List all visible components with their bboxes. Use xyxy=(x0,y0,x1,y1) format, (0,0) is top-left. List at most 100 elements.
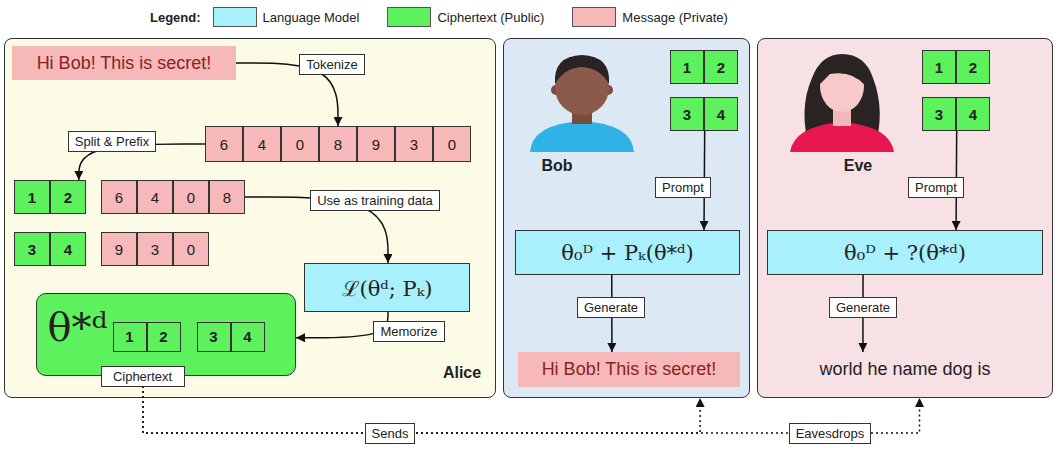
edge-label: Memorize xyxy=(373,321,444,342)
edge-label: Tokenize xyxy=(299,54,364,75)
prefix-cell: 2 xyxy=(704,50,738,84)
ciphertext-weights-box: θ*ᵈCiphertext1234 xyxy=(36,293,296,376)
actor-panel: Bob 1 2 3 4 θ₀ᴰ + Pₖ(θ*ᵈ) Hi Bob! This is secr… xyxy=(503,38,750,398)
legend-item: Ciphertext (Public) xyxy=(387,7,572,27)
node-text: 1 xyxy=(683,59,691,76)
message-chunk-cell: 8 xyxy=(209,180,245,214)
node-text: 1 xyxy=(935,59,943,76)
prefix-cell: 2 xyxy=(956,50,990,84)
language-model-box: θ₀ᴰ + Pₖ(θ*ᵈ) xyxy=(515,230,740,275)
node-text: 3 xyxy=(683,106,691,123)
edge-label: Use as training data xyxy=(310,190,440,211)
message-chunk-cell: 0 xyxy=(173,180,209,214)
prefix-cell: 1 xyxy=(113,322,147,352)
node-text: 0 xyxy=(296,136,304,153)
token-cell: 0 xyxy=(433,126,471,162)
node-text: 6 xyxy=(115,189,123,206)
edge-label: Generate xyxy=(829,297,897,318)
message-box: Hi Bob! This is secret! xyxy=(12,46,236,80)
node-text: Hi Bob! This is secret! xyxy=(542,359,717,380)
prefix-cell: 1 xyxy=(670,50,704,84)
bob-figure xyxy=(530,55,634,152)
node-text: 3 xyxy=(410,136,418,153)
actor-name: Eve xyxy=(818,157,898,175)
transmission-line xyxy=(143,376,700,433)
output-text-box: world he name dog is xyxy=(790,352,1020,387)
legend-item: Language Model xyxy=(213,7,388,27)
node-text: 4 xyxy=(717,106,725,123)
token-cell: 6 xyxy=(205,126,243,162)
legend-swatch xyxy=(387,7,431,27)
message-chunk-cell: 9 xyxy=(101,232,137,266)
node-text: 2 xyxy=(717,59,725,76)
prefix-cell: 3 xyxy=(922,97,956,131)
node-text: 4 xyxy=(243,328,251,345)
node-text: 3 xyxy=(151,241,159,258)
node-text: 4 xyxy=(969,106,977,123)
node-text: 4 xyxy=(258,136,266,153)
actor-panel: AliceHi Bob! This is secret!640893012640… xyxy=(4,38,496,398)
node-text: θ₀ᴰ + ?(θ*ᵈ) xyxy=(844,241,966,265)
edge-label: Prompt xyxy=(908,177,964,198)
language-model-box: θ₀ᴰ + ?(θ*ᵈ) xyxy=(767,230,1043,275)
edge-label: Prompt xyxy=(655,177,711,198)
node-text: 3 xyxy=(28,241,36,258)
edge-label: Eavesdrops xyxy=(789,423,872,444)
edge-label: Generate xyxy=(577,297,645,318)
node-text: 0 xyxy=(187,189,195,206)
node-text: world he name dog is xyxy=(819,359,990,380)
node-text: 1 xyxy=(125,328,133,345)
node-text: 3 xyxy=(209,328,217,345)
message-chunk-cell: 3 xyxy=(137,232,173,266)
node-text: 6 xyxy=(220,136,228,153)
legend-swatch xyxy=(572,7,616,27)
node-text: 8 xyxy=(334,136,342,153)
node-text: ℒ(θᵈ; Pₖ) xyxy=(342,274,433,302)
node-text: Hi Bob! This is secret! xyxy=(37,53,212,74)
actor-name: Alice xyxy=(422,364,502,382)
token-cell: 8 xyxy=(319,126,357,162)
token-cell: 9 xyxy=(357,126,395,162)
legend-swatch xyxy=(213,7,257,27)
prefix-cell: 1 xyxy=(14,180,50,214)
prefix-cell: 1 xyxy=(922,50,956,84)
prefix-cell: 4 xyxy=(50,232,86,266)
node-text: 4 xyxy=(151,189,159,206)
node-text: 2 xyxy=(64,189,72,206)
legend: Legend: Language ModelCiphertext (Public)… xyxy=(150,7,756,27)
message-chunk-cell: 0 xyxy=(173,232,209,266)
node-text: 2 xyxy=(969,59,977,76)
legend-item: Message (Private) xyxy=(572,7,755,27)
node-text: 8 xyxy=(223,189,231,206)
token-cell: 4 xyxy=(243,126,281,162)
token-cell: 3 xyxy=(395,126,433,162)
prefix-cell: 2 xyxy=(147,322,181,352)
language-model-box: ℒ(θᵈ; Pₖ) xyxy=(304,263,470,312)
ciphertext-tag: Ciphertext xyxy=(101,366,185,387)
token-cell: 0 xyxy=(281,126,319,162)
node-text: 9 xyxy=(372,136,380,153)
node-text: 9 xyxy=(115,241,123,258)
weights-symbol: θ*ᵈ xyxy=(38,304,118,350)
edge-label: Split & Prefix xyxy=(68,131,156,152)
legend-heading: Legend: xyxy=(150,10,201,25)
prefix-cell: 4 xyxy=(231,322,265,352)
legend-text: Message (Private) xyxy=(622,10,727,25)
message-box: Hi Bob! This is secret! xyxy=(518,352,740,387)
prefix-cell: 3 xyxy=(14,232,50,266)
node-text: 3 xyxy=(935,106,943,123)
prefix-cell: 3 xyxy=(197,322,231,352)
prefix-cell: 4 xyxy=(956,97,990,131)
message-chunk-cell: 4 xyxy=(137,180,173,214)
actor-name: Bob xyxy=(517,157,597,175)
node-text: 4 xyxy=(64,241,72,258)
message-chunk-cell: 6 xyxy=(101,180,137,214)
node-text: 1 xyxy=(28,189,36,206)
eve-figure xyxy=(790,54,894,152)
node-text: θ₀ᴰ + Pₖ(θ*ᵈ) xyxy=(561,241,693,265)
edge-label: Sends xyxy=(365,423,416,444)
prefix-cell: 2 xyxy=(50,180,86,214)
node-text: 0 xyxy=(448,136,456,153)
prefix-cell: 4 xyxy=(704,97,738,131)
node-text: 0 xyxy=(187,241,195,258)
